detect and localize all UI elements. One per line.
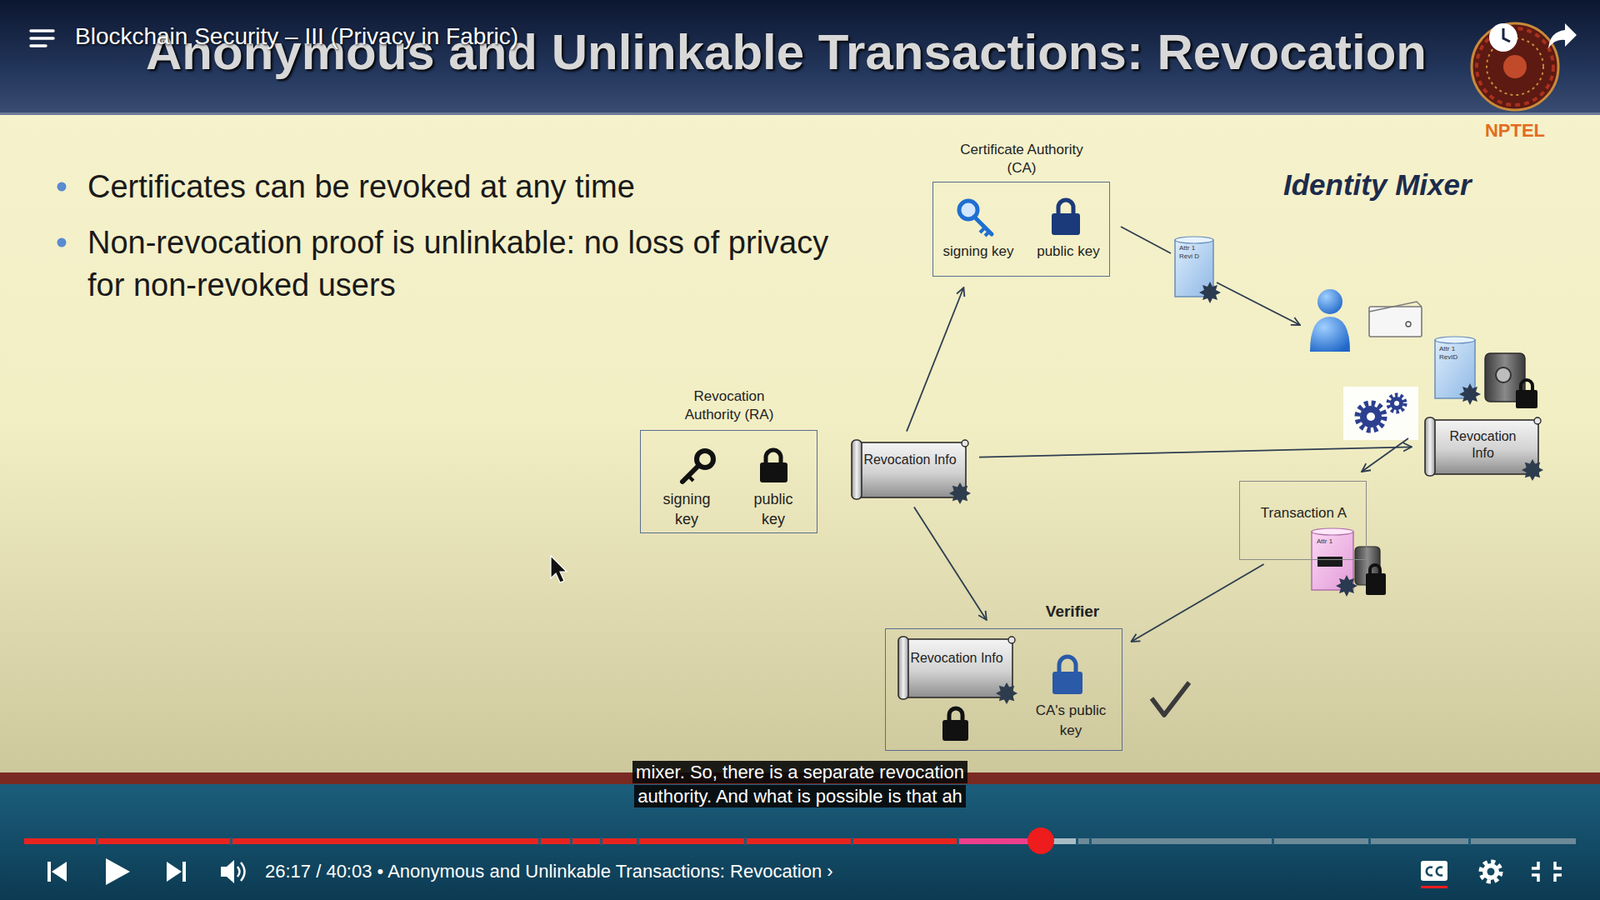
nptel-logo: [1471, 23, 1559, 110]
share-icon: [1548, 23, 1577, 49]
scroll-text: Revocation Info: [863, 451, 957, 469]
verifier-box: VerifierCA's public keyRevocation Info: [885, 628, 1123, 751]
captions-button: [1420, 860, 1448, 889]
progress-bar: [24, 827, 1576, 855]
lock-icon: [760, 450, 788, 483]
box-heading: Verifier: [1030, 601, 1115, 623]
credential-text: Attr 1 Revi D: [1179, 244, 1201, 261]
logo-text: NPTEL: [1473, 119, 1557, 144]
issue-line: [1120, 226, 1171, 254]
playlist-icon: [30, 30, 54, 46]
box-text: Transaction A: [1240, 504, 1368, 523]
authority-box: Revocation Authority (RA)signing keypubl…: [640, 430, 818, 534]
issue-arrow: [1216, 282, 1300, 325]
credential-icon: [1311, 528, 1386, 597]
user-icon: [1310, 289, 1350, 352]
fullscreen-exit-button: [1531, 861, 1562, 882]
scroll-text: Revocation Info: [1436, 428, 1530, 462]
player-time: 26:17 / 40:03 • Anonymous and Unlinkable…: [265, 860, 834, 885]
transaction-box: Transaction A: [1239, 480, 1367, 560]
key-label: public key: [741, 489, 805, 530]
flow-arrow: [906, 287, 964, 432]
slide-background: [0, 0, 1600, 775]
settings-button: [1480, 861, 1501, 882]
player-controls: [47, 858, 245, 885]
mouse-cursor: [550, 555, 567, 583]
credential-text: Attr 1 RevID: [1439, 345, 1465, 362]
video-title: Blockchain Security – III (Privacy in Fa…: [75, 21, 519, 52]
flow-arrow: [914, 506, 987, 620]
key-icon: [682, 450, 714, 482]
credential-text: Attr 1: [1316, 537, 1333, 546]
box-heading: Revocation Authority (RA): [675, 387, 784, 425]
key-label: signing key: [655, 489, 719, 530]
bullet-dot: [57, 182, 67, 192]
lock-icon: [1051, 200, 1080, 235]
scroll-document: Revocation Info: [896, 635, 1016, 700]
box-heading: Certificate Authority (CA): [959, 140, 1085, 178]
flow-arrow: [979, 446, 1412, 457]
key-icon: [959, 200, 992, 236]
diagram-caption: Identity Mixer: [1283, 165, 1472, 205]
subtitle-text: mixer. So, there is a separate revocatio…: [632, 760, 968, 808]
bullet-text: Non-revocation proof is unlinkable: no l…: [87, 221, 855, 307]
scroll-document: Revocation Info: [1423, 416, 1542, 477]
scroll-document: Revocation Info: [850, 439, 970, 500]
key-label: public key: [1026, 242, 1110, 261]
scroll-shape: [896, 635, 1016, 700]
credential-icon: [1435, 336, 1481, 405]
header-band: [0, 0, 1600, 115]
subtitle-box: mixer. So, there is a separate revocatio…: [600, 760, 1000, 809]
proof-arrow: [1361, 438, 1409, 472]
header-rule: [0, 112, 1600, 115]
credential-icon: [1175, 236, 1221, 304]
lock-icon: [1052, 656, 1083, 695]
wallet-icon: [1369, 301, 1422, 337]
gears-icon: [1343, 386, 1419, 440]
scroll-shape: [850, 439, 970, 500]
safe-icon: [1485, 353, 1538, 409]
lock-icon: [942, 708, 969, 741]
flow-arrow: [1130, 564, 1264, 642]
bullet-text: Certificates can be revoked at any time: [87, 165, 855, 209]
scroll-text: Revocation Info: [910, 650, 1004, 667]
authority-box: Certificate Authority (CA)signing keypub…: [932, 181, 1110, 277]
key-label: signing key: [936, 242, 1020, 261]
watch-later-icon: [1489, 23, 1518, 52]
check-mark: [1151, 682, 1190, 715]
key-label: CA's public key: [1029, 700, 1113, 741]
bullet-dot: [57, 238, 67, 248]
